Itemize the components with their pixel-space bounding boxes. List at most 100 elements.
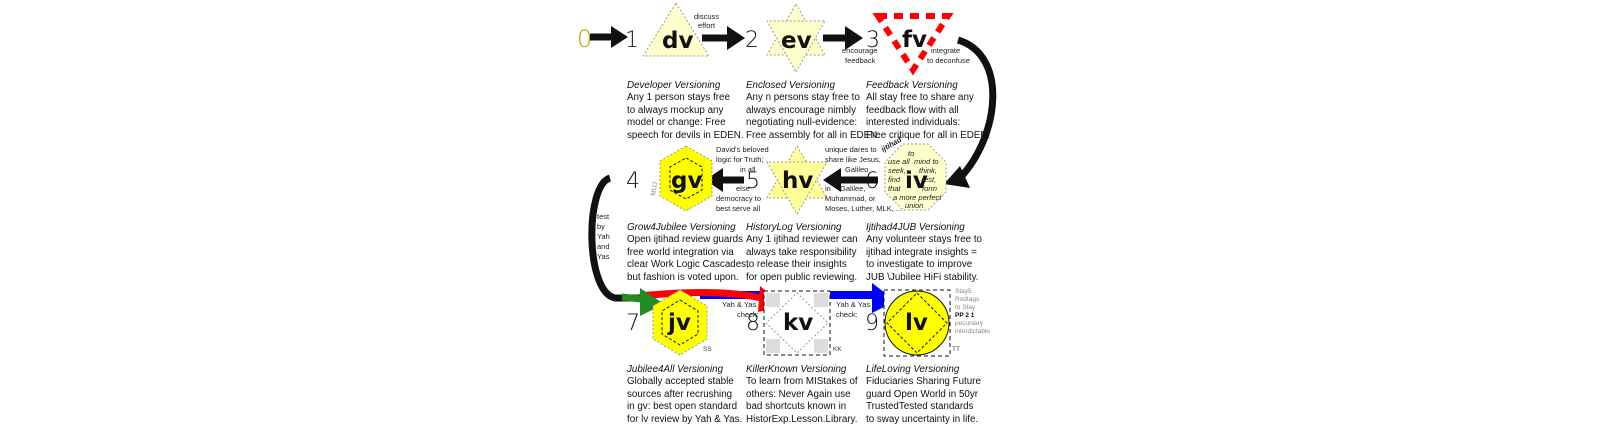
desc-line: for lv review by Yah & Yas. <box>627 413 743 425</box>
desc-line: feedback flow with all <box>866 104 959 116</box>
stage-note: Yah & Yas <box>836 300 870 309</box>
desc-fv: Feedback Versioning All stay free to sha… <box>866 80 991 142</box>
stage-note: Yah <box>597 232 610 241</box>
stage-code: jv <box>667 310 691 336</box>
ev-star-down <box>766 20 826 74</box>
desc-line: Fiduciaries Sharing Future <box>866 376 981 388</box>
desc-line: in gv: best open standard <box>627 401 738 413</box>
gv-hexagon-inner <box>669 157 703 200</box>
jv-hexagon-inner <box>661 299 699 346</box>
lv-side: PP 2 1 <box>955 312 975 319</box>
stage-1-dv: 1 dv discuss effort <box>625 2 719 57</box>
stage-8-kv: 8 kv Yah & Yas check: KK <box>722 290 842 356</box>
desc-title: Developer Versioning <box>627 80 721 91</box>
stage-num: 7 <box>626 311 640 336</box>
stage-num: 9 <box>865 311 879 336</box>
desc-title: Ijtihad4JUB Versioning <box>866 222 965 233</box>
desc-line: to always mockup any <box>627 104 724 116</box>
stage-note: integrate <box>931 46 960 55</box>
kv-corner <box>814 339 828 353</box>
stage-note: share like Jesus, <box>825 155 881 164</box>
lv-circle <box>884 290 950 356</box>
stage-code: lv <box>905 310 928 336</box>
stage-num: 4 <box>626 169 640 194</box>
desc-dv: Developer Versioning Any 1 person stays … <box>627 80 745 142</box>
stage-code: gv <box>671 168 702 194</box>
stage-note: David's beloved <box>716 145 769 154</box>
dv-triangle <box>642 2 710 57</box>
iv-inner-text: mind to <box>914 157 939 166</box>
stage-note: check: <box>836 310 858 319</box>
stage-note: else <box>736 184 750 193</box>
stage-note: Galilee, <box>840 184 865 193</box>
stage-note: Galileo <box>845 165 868 174</box>
stage-note: TT <box>952 346 960 353</box>
stage-4-gv: 4 gv MIJJ test by Yah and Yas <box>597 145 713 261</box>
desc-gv: Grow4Jubilee Versioning Open ijtihad rev… <box>627 222 749 284</box>
desc-line: bad shortcuts known in <box>746 401 847 413</box>
lv-side: interdictable <box>955 328 990 335</box>
desc-line: sources after recrushing <box>627 388 733 400</box>
stage-code: fv <box>902 27 927 53</box>
stage-num: 3 <box>866 28 880 53</box>
stage-code: ev <box>781 28 812 54</box>
desc-line: Free critique for all in EDEN. <box>866 129 991 141</box>
desc-line: Open ijtihad review guards <box>627 234 743 246</box>
stage-note: by <box>597 222 605 231</box>
lv-diamond <box>886 292 948 354</box>
desc-line: guard Open World in 50yr <box>866 388 978 400</box>
stage-note: and <box>597 242 610 251</box>
desc-line: interested individuals: <box>866 117 961 129</box>
desc-line: to sway uncertainty in life. <box>866 413 979 425</box>
stage-code: iv <box>905 168 928 194</box>
stage-6-iv: 6 iv ijtihad to use all mind to seek, th… <box>865 135 947 211</box>
desc-title: Jubilee4All Versioning <box>627 364 724 375</box>
desc-line: to investigate to improve <box>866 259 973 271</box>
kv-corner <box>814 293 828 307</box>
stage-note: SS <box>703 346 712 353</box>
arrow-5-to-4 <box>705 168 744 192</box>
arrow-6-to-5 <box>823 168 878 192</box>
desc-line: for open public reviewing. <box>746 271 858 283</box>
iv-inner-text: seek, <box>888 166 906 175</box>
desc-line: speech for devils in EDEN. <box>627 129 744 141</box>
desc-line: always encourage nimbly <box>746 104 856 116</box>
arrow-3-to-6-head <box>944 166 970 188</box>
stage-note: Yah & Yas <box>722 300 756 309</box>
stage-note: test <box>597 212 610 221</box>
desc-iv: Ijtihad4JUB Versioning Any volunteer sta… <box>866 222 984 284</box>
desc-line: but fashion is voted upon. <box>627 271 739 283</box>
kv-corner <box>766 293 780 307</box>
desc-line: TrustedTested standards <box>866 401 974 413</box>
stage-note: best serve all <box>716 204 761 213</box>
arrow-1-to-2 <box>702 26 745 50</box>
desc-kv: KillerKnown Versioning To learn from MIS… <box>746 364 864 426</box>
desc-line: to release their insights <box>746 259 847 271</box>
desc-line: JUB \Jubilee HiFi stability. <box>866 271 979 283</box>
hv-star-down <box>766 161 828 216</box>
desc-line: Any 1 ijtihad reviewer can <box>746 234 858 246</box>
stage-note: Yas <box>597 252 610 261</box>
desc-line: always take responsibility <box>746 246 857 258</box>
iv-inner-text: that <box>888 184 901 193</box>
desc-line: Any 1 person stays free <box>627 92 730 104</box>
lv-side: Rodtags <box>955 296 980 303</box>
desc-title: HistoryLog Versioning <box>746 222 842 233</box>
desc-title: Enclosed Versioning <box>746 80 835 91</box>
arrow-green-to-7 <box>621 288 664 316</box>
desc-line: Any volunteer stays free to <box>866 234 982 246</box>
desc-line: Free assembly for all in EDEN. <box>746 129 880 141</box>
stage-9-lv: 9 lv Yah & Yas check: TT Stay5 Rodtags t… <box>836 288 990 357</box>
stage-note: Muhammad, or <box>825 194 876 203</box>
stage-note: to deconfuse <box>927 56 970 65</box>
stage-note: effort <box>698 21 716 30</box>
iv-inner-text: think, <box>919 166 937 175</box>
desc-jv: Jubilee4All Versioning Globally accepted… <box>627 364 745 426</box>
stage-code: kv <box>783 310 813 336</box>
iv-inner-text: use all <box>888 157 910 166</box>
stage-note: in <box>825 184 831 193</box>
desc-line: clear Work Logic Cascades, <box>627 259 749 271</box>
stage-note: discuss <box>694 12 719 21</box>
stage-5-hv: 5 hv David's beloved logic for Truth; in… <box>716 144 902 216</box>
